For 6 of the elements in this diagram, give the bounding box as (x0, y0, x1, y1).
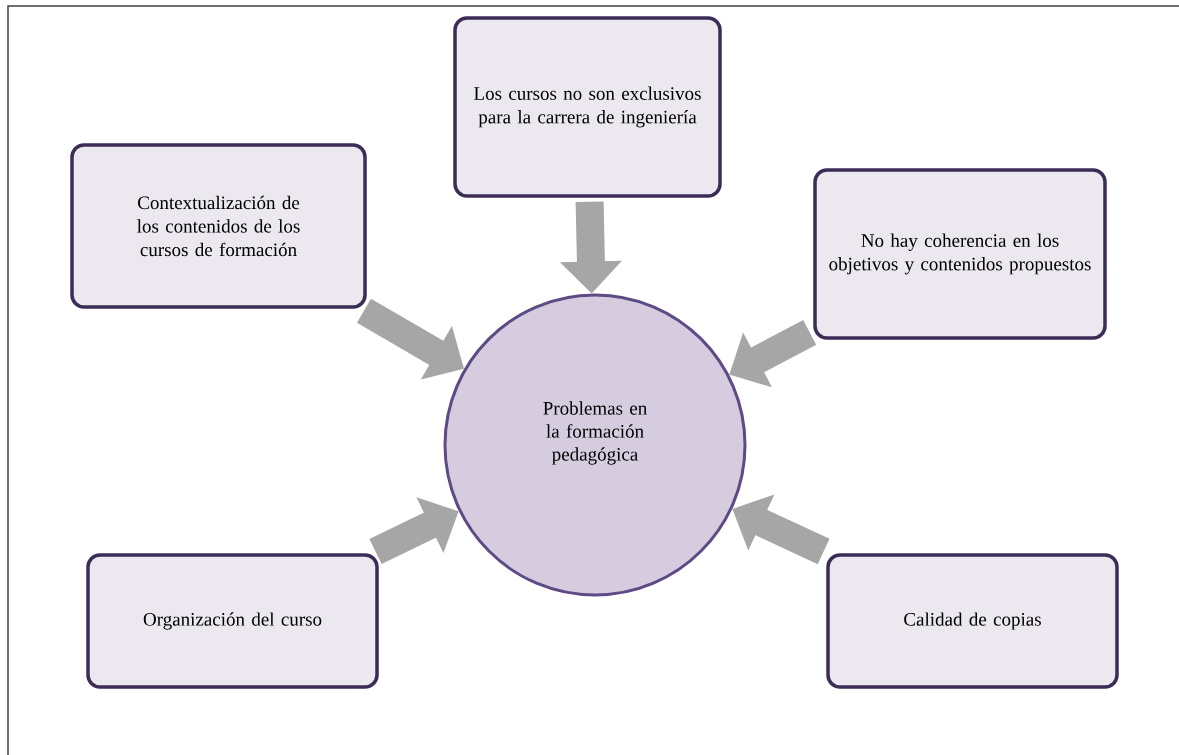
circle-node: Problemas en la formación pedagógica (443, 293, 747, 597)
process-box: Los cursos no son exclusivos para la carrera de ingeniería (453, 16, 722, 198)
process-box: Contextualización de los contenidos de los cursos de formación (70, 143, 367, 309)
process-box: Calidad de copias (826, 553, 1119, 689)
process-box: Organización del curso (86, 553, 379, 689)
process-box: No hay coherencia en los objetivos y contenidos propuestos (813, 168, 1107, 340)
